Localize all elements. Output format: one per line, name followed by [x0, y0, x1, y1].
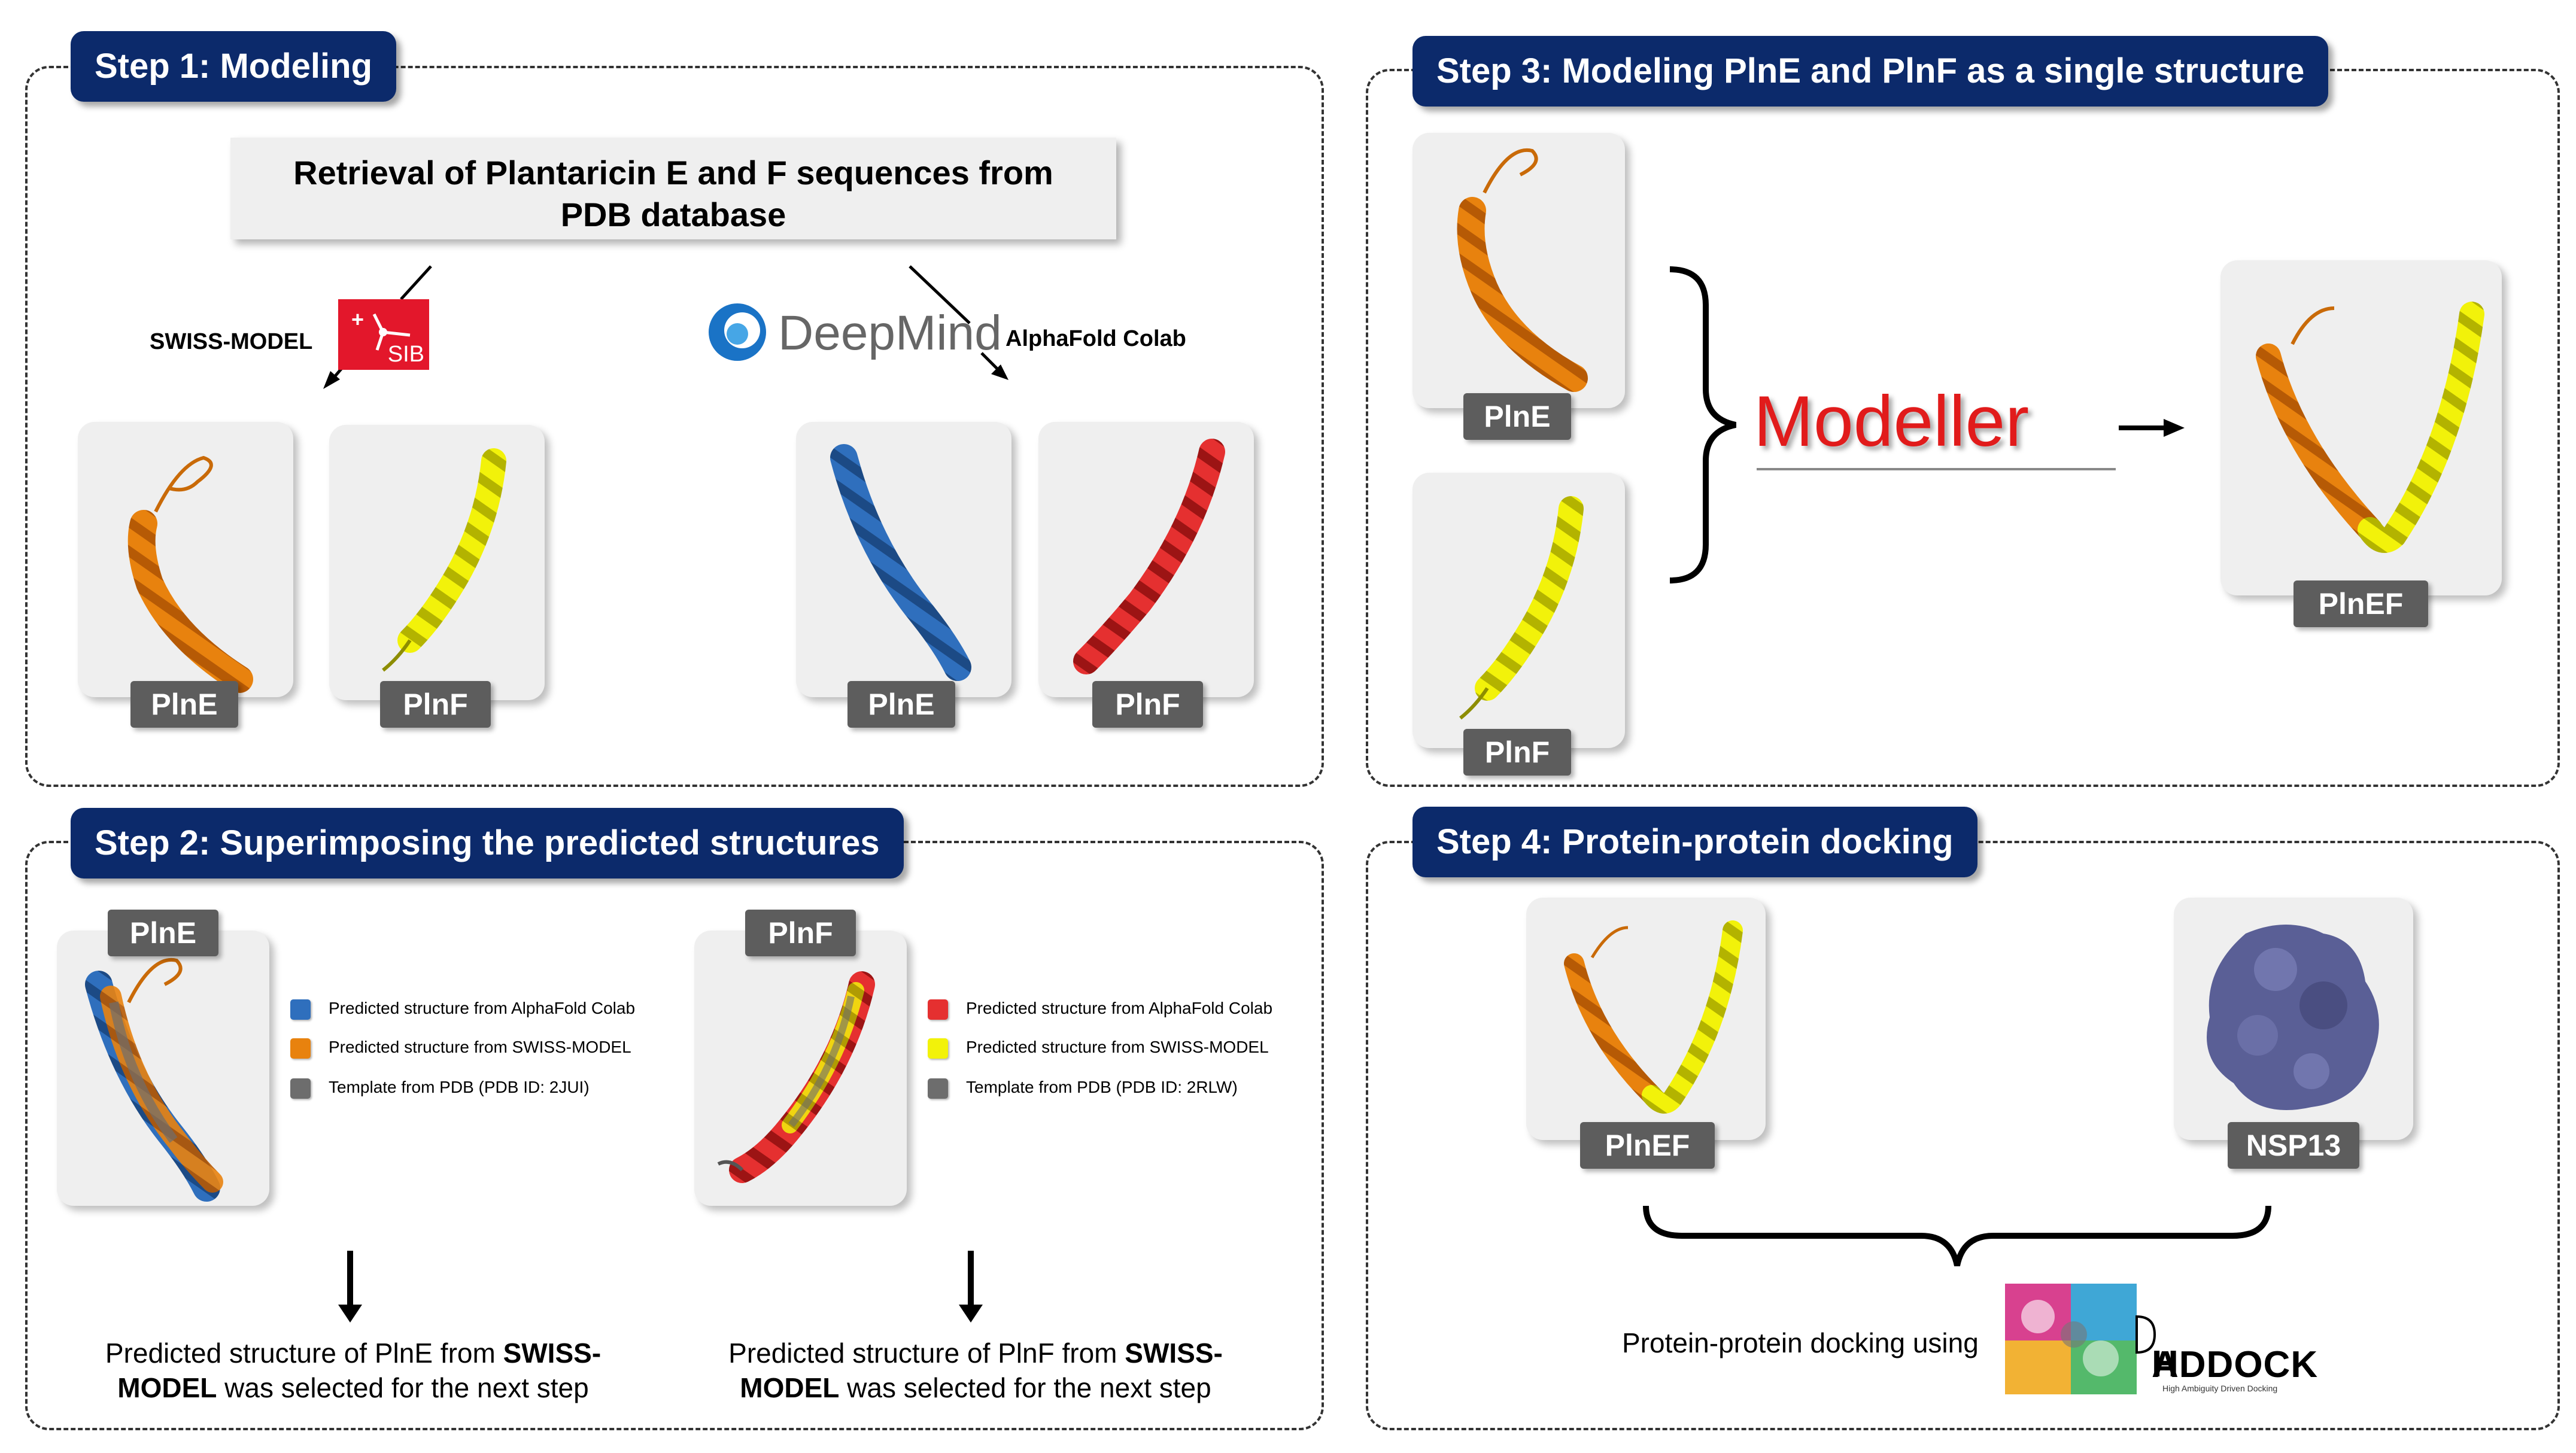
tag-superimpose-plne: PlnE	[108, 910, 218, 956]
sib-logo: + SIB	[338, 299, 429, 370]
right-caption-bold1: SWISS-	[1125, 1338, 1223, 1369]
docking-label: Protein-protein docking using	[1622, 1327, 1979, 1358]
right-caption-post: was selected for the next step	[839, 1372, 1211, 1403]
step3-arrow	[2119, 419, 2185, 437]
haddock-puzzle-icon: H	[2005, 1284, 2179, 1394]
superimposed-plne-structure	[85, 957, 223, 1202]
legend-swatch-blue	[290, 999, 311, 1020]
left-caption-post: was selected for the next step	[217, 1372, 589, 1403]
left-caption-bold2: MODEL	[117, 1372, 217, 1403]
retrieval-line1: Retrieval of Plantaricin E and F sequenc…	[293, 154, 1053, 191]
right-caption-pre: Predicted structure of PlnF from	[728, 1338, 1125, 1369]
legend-left-template: Template from PDB (PDB ID: 2JUI)	[290, 1075, 590, 1099]
plne-orange-helix	[127, 455, 253, 693]
alphafold-plne-card	[796, 422, 1011, 697]
step3-plnef-structure	[2256, 302, 2484, 553]
nsp13-surface	[2207, 925, 2379, 1110]
swiss-model-label: SWISS-MODEL	[150, 329, 313, 354]
right-caption-bold2: MODEL	[740, 1372, 840, 1403]
tag-step3-plnef: PlnEF	[2294, 580, 2428, 627]
svg-text:+: +	[351, 307, 364, 332]
tag-swiss-plne: PlnE	[130, 681, 238, 728]
deepmind-logo-icon	[709, 303, 766, 361]
modeller-underline	[1757, 468, 2116, 470]
tag-step3-plne: PlnE	[1463, 393, 1571, 440]
tag-alphafold-plnf: PlnF	[1092, 681, 1203, 728]
step1-panel	[25, 66, 1324, 787]
tag-alphafold-plne: PlnE	[847, 681, 955, 728]
legend-swatch-red	[928, 999, 948, 1020]
legend-left-label-2: Predicted structure from SWISS-MODEL	[329, 1038, 631, 1056]
retrieval-line2: PDB database	[560, 196, 786, 233]
tag-swiss-plnf: PlnF	[380, 681, 491, 728]
haddock-text: ADDOCK	[2152, 1344, 2319, 1385]
step1-arrows	[323, 265, 1008, 389]
legend-right-template: Template from PDB (PDB ID: 2RLW)	[928, 1075, 1238, 1099]
legend-left-label-1: Predicted structure from AlphaFold Colab	[329, 999, 636, 1017]
plne-blue-helix	[830, 444, 971, 681]
left-caption-bold1: SWISS-	[503, 1338, 602, 1369]
step2-left-caption: Predicted structure of PlnE from SWISS- M…	[72, 1336, 634, 1405]
plnf-yellow-helix	[382, 448, 506, 672]
step1-title: Step 1: Modeling	[71, 31, 396, 102]
left-caption-pre: Predicted structure of PlnE from	[105, 1338, 503, 1369]
swiss-plnf-card	[329, 425, 545, 700]
haddock-logo: H ADDOCK High Ambiguity Driven Docking	[2002, 1281, 2337, 1397]
legend-swatch-gray-right	[928, 1078, 948, 1099]
legend-right-alphafold: Predicted structure from AlphaFold Colab	[928, 996, 1272, 1020]
superimposed-plnf-structure	[717, 971, 875, 1183]
step2-title: Step 2: Superimposing the predicted stru…	[71, 808, 904, 879]
step2-down-arrows	[338, 1251, 983, 1323]
tag-step4-nsp13: NSP13	[2228, 1122, 2359, 1169]
step4-brace	[1643, 1205, 2271, 1267]
step3-title: Step 3: Modeling PlnE and PlnF as a sing…	[1412, 36, 2329, 107]
step4-plnef-structure	[1564, 920, 1743, 1114]
modeller-logo: Modeller	[1754, 381, 2030, 461]
step4-plnef-card	[1526, 898, 1766, 1140]
step3-plnf-helix	[1459, 496, 1584, 720]
sib-logo-text: SIB	[387, 342, 424, 367]
plnf-red-helix	[1073, 439, 1225, 674]
legend-right-label-3: Template from PDB (PDB ID: 2RLW)	[966, 1078, 1238, 1096]
step3-plne-card	[1412, 133, 1625, 408]
step4-nsp13-card	[2174, 898, 2413, 1140]
step3-plne-helix	[1457, 148, 1588, 392]
legend-right-label-2: Predicted structure from SWISS-MODEL	[966, 1038, 1269, 1056]
swiss-plne-card	[78, 422, 293, 697]
alphafold-colab-label: AlphaFold Colab	[1006, 326, 1186, 351]
deepmind-logo-text: DeepMind	[778, 306, 1002, 360]
legend-swatch-yellow	[928, 1038, 948, 1059]
step4-title: Step 4: Protein-protein docking	[1412, 807, 1977, 877]
superimpose-plne-card	[57, 931, 269, 1206]
retrieval-box: Retrieval of Plantaricin E and F sequenc…	[230, 138, 1116, 239]
legend-swatch-gray	[290, 1078, 311, 1099]
legend-left-label-3: Template from PDB (PDB ID: 2JUI)	[329, 1078, 590, 1096]
legend-right-label-1: Predicted structure from AlphaFold Colab	[966, 999, 1273, 1017]
step2-right-caption: Predicted structure of PlnF from SWISS- M…	[694, 1336, 1257, 1405]
tag-step4-plnef: PlnEF	[1580, 1122, 1715, 1169]
legend-left-alphafold: Predicted structure from AlphaFold Colab	[290, 996, 635, 1020]
sib-logo-mark: +	[351, 307, 411, 351]
step3-brace	[1669, 266, 1737, 583]
legend-right-swiss: Predicted structure from SWISS-MODEL	[928, 1035, 1269, 1059]
tag-superimpose-plnf: PlnF	[745, 910, 856, 956]
svg-text:H: H	[2152, 1343, 2179, 1385]
deepmind-logo: DeepMind	[706, 299, 1002, 365]
alphafold-plnf-card	[1038, 422, 1254, 697]
legend-swatch-orange	[290, 1038, 311, 1059]
step3-plnf-card	[1412, 473, 1625, 748]
tag-step3-plnf: PlnF	[1463, 729, 1571, 776]
haddock-subtitle: High Ambiguity Driven Docking	[2162, 1384, 2278, 1393]
legend-left-swiss: Predicted structure from SWISS-MODEL	[290, 1035, 631, 1059]
superimpose-plnf-card	[694, 931, 907, 1206]
step3-plnef-card	[2220, 260, 2502, 595]
